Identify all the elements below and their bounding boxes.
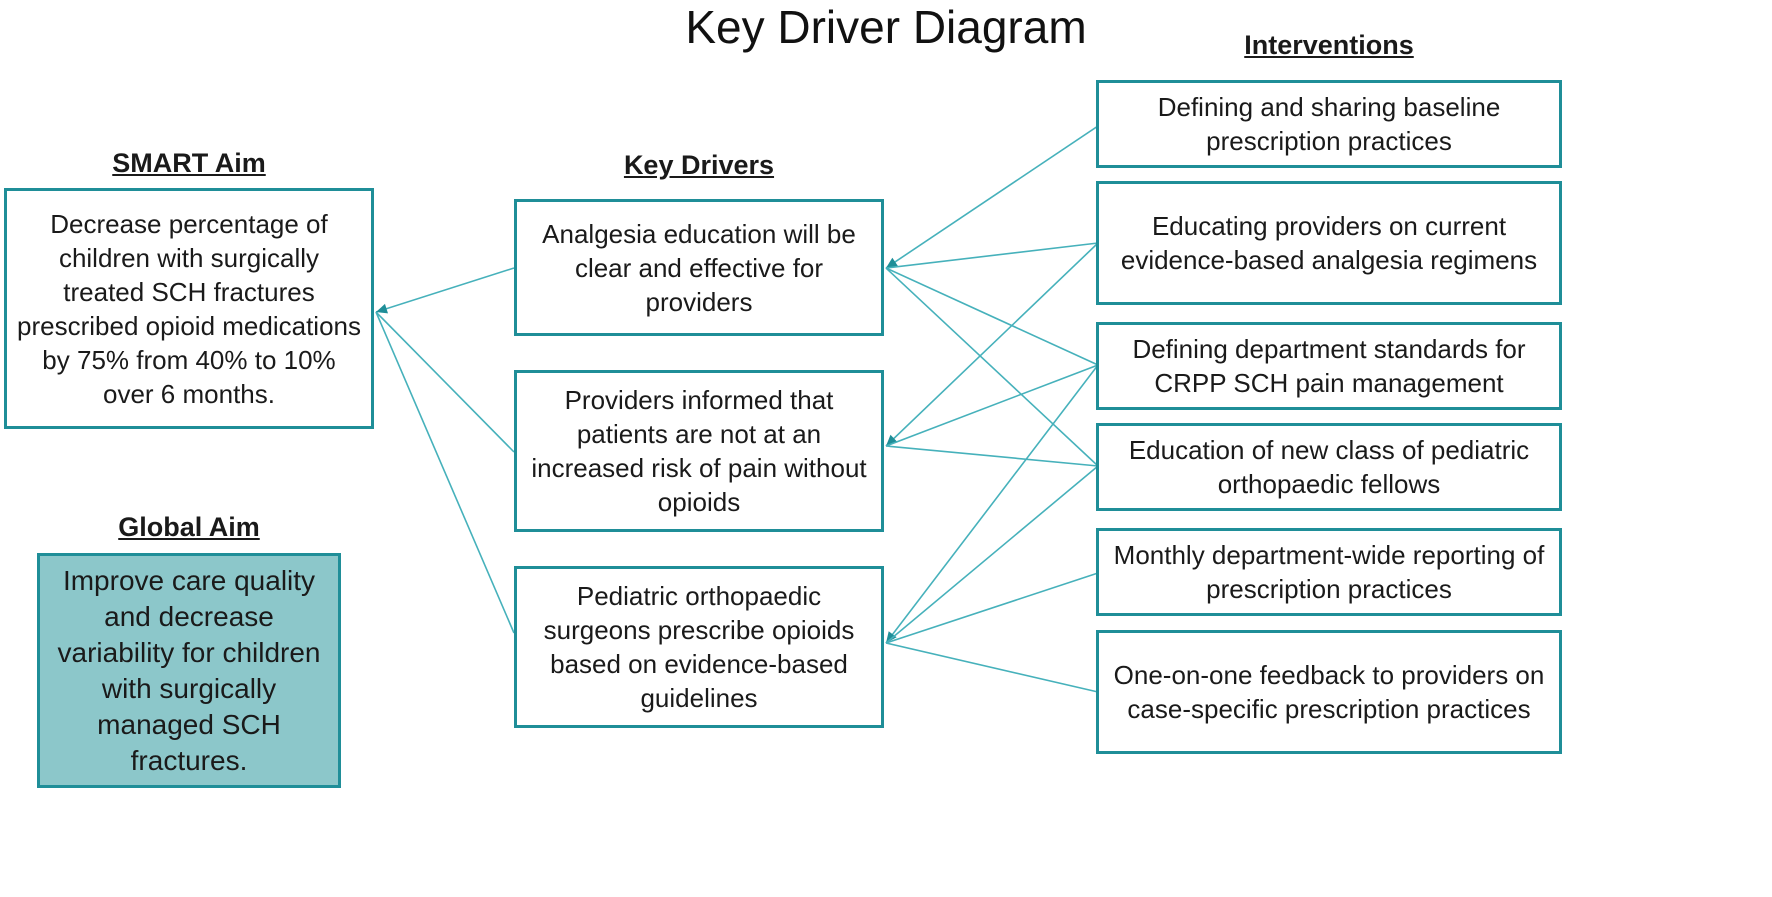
intervention-text: Education of new class of pediatric orth… <box>1128 435 1530 499</box>
arrowhead <box>886 257 898 268</box>
connector-group <box>375 125 1099 693</box>
intervention-text: Defining department standards for CRPP S… <box>1132 334 1526 398</box>
connector-line <box>885 267 1099 467</box>
connector-line <box>885 242 1099 269</box>
intervention-box: Educating providers on current evidence-… <box>1096 181 1562 305</box>
connector-line <box>885 364 1099 447</box>
connector-line <box>375 311 515 453</box>
connector-line <box>885 125 1099 269</box>
intervention-text: Monthly department-wide reporting of pre… <box>1113 540 1545 604</box>
key-driver-box: Pediatric orthopaedic surgeons prescribe… <box>514 566 884 728</box>
intervention-box: Monthly department-wide reporting of pre… <box>1096 528 1562 616</box>
connector-line <box>885 642 1099 693</box>
interventions-heading: Interventions <box>1244 30 1414 60</box>
smart-aim-heading: SMART Aim <box>112 148 266 178</box>
key-driver-box: Providers informed that patients are not… <box>514 370 884 532</box>
connector-line <box>885 267 1099 366</box>
connector-line <box>375 267 515 313</box>
intervention-text: Educating providers on current evidence-… <box>1120 211 1538 275</box>
connector-line <box>885 445 1099 467</box>
connector-line <box>885 572 1099 644</box>
connector-line <box>885 364 1099 644</box>
global-aim-box: Improve care quality and decrease variab… <box>37 553 341 788</box>
smart-aim-box: Decrease percentage of children with sur… <box>4 188 374 429</box>
intervention-box: Defining department standards for CRPP S… <box>1096 322 1562 410</box>
global-aim-heading: Global Aim <box>118 512 260 542</box>
diagram-title: Key Driver Diagram <box>685 1 1087 53</box>
intervention-box: One-on-one feedback to providers on case… <box>1096 630 1562 754</box>
key-driver-box: Analgesia education will be clear and ef… <box>514 199 884 336</box>
arrowhead <box>376 303 388 314</box>
connector-line <box>375 311 515 634</box>
intervention-box: Defining and sharing baseline prescripti… <box>1096 80 1562 168</box>
intervention-box: Education of new class of pediatric orth… <box>1096 423 1562 511</box>
arrowhead <box>886 434 898 446</box>
key-driver-text: Analgesia education will be clear and ef… <box>542 218 856 317</box>
intervention-text: Defining and sharing baseline prescripti… <box>1157 92 1501 156</box>
intervention-text: One-on-one feedback to providers on case… <box>1113 660 1545 724</box>
key-drivers-heading: Key Drivers <box>623 150 775 180</box>
connector-line <box>885 242 1099 447</box>
key-driver-text: Providers informed that patients are not… <box>531 385 867 517</box>
key-driver-text: Pediatric orthopaedic surgeons prescribe… <box>543 581 855 713</box>
connector-line <box>885 465 1099 644</box>
global-aim-text: Improve care quality and decrease variab… <box>57 564 321 776</box>
smart-aim-text: Decrease percentage of children with sur… <box>17 208 361 409</box>
